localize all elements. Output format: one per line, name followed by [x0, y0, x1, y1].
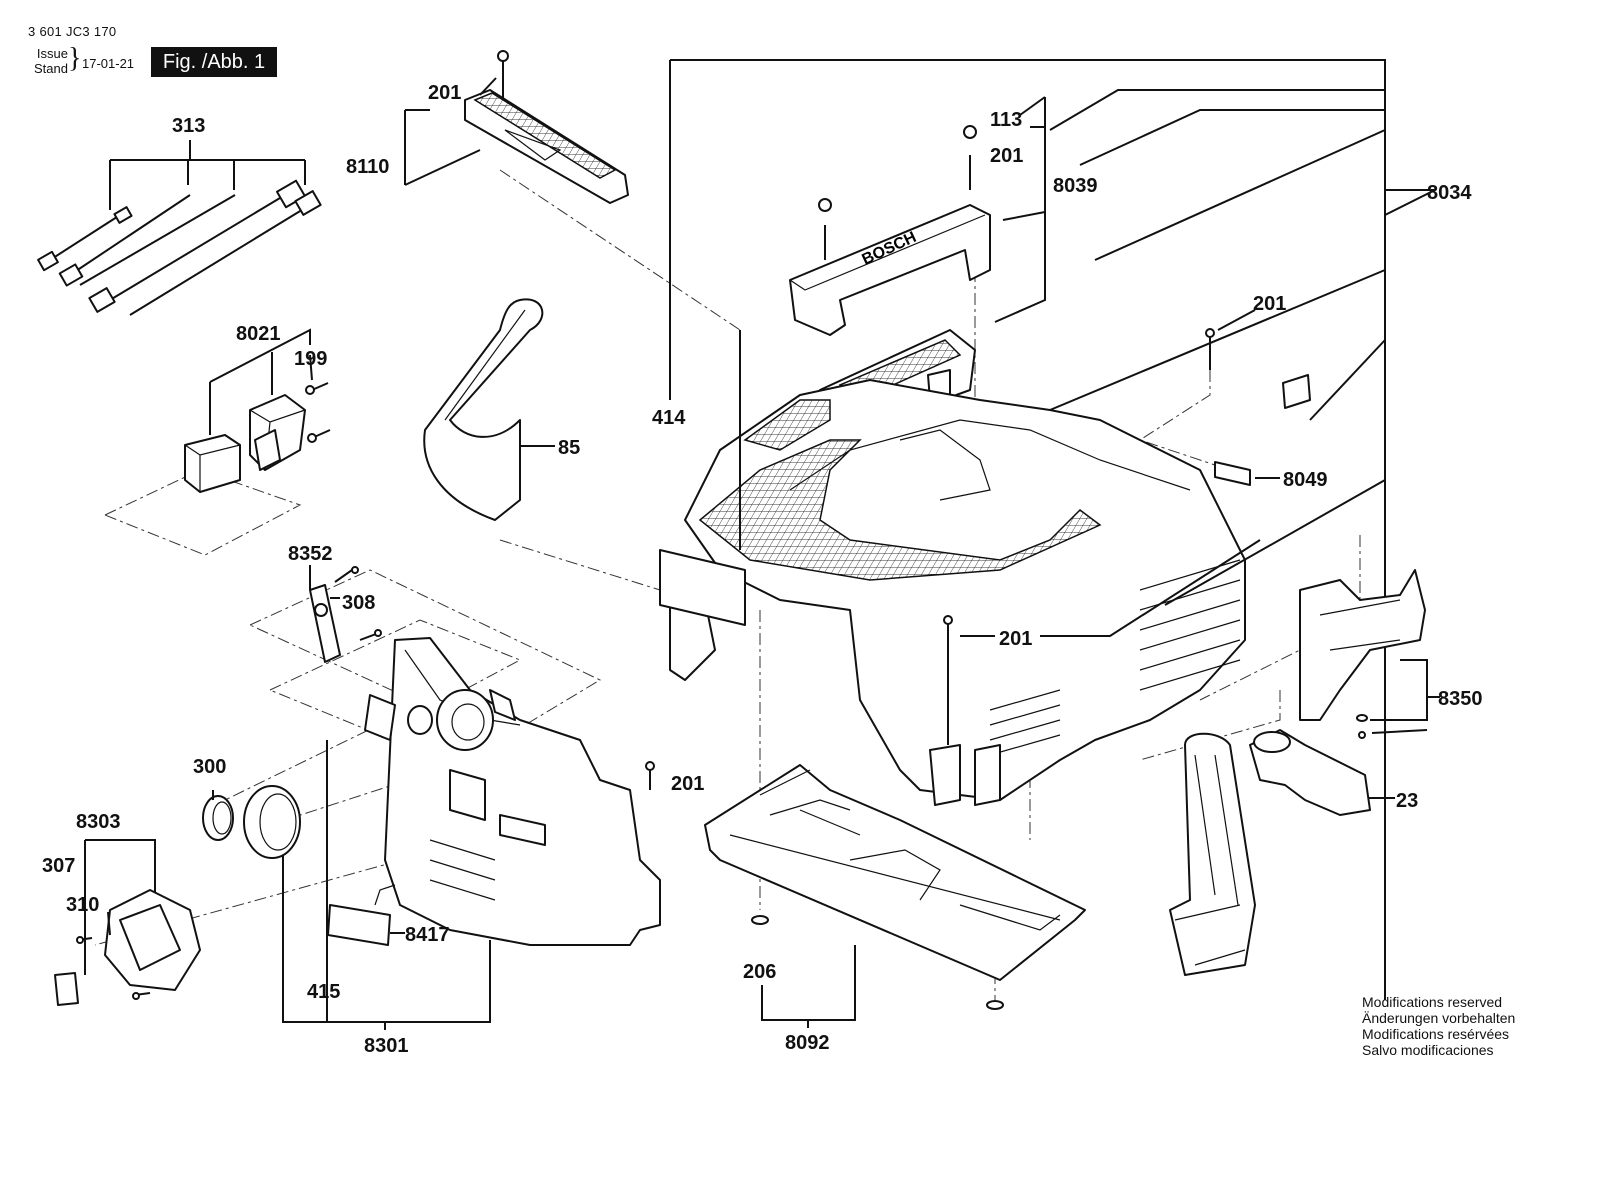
callout-308: 308: [342, 592, 375, 614]
callout-201-handle: 201: [990, 145, 1023, 167]
callout-313: 313: [172, 115, 205, 137]
callout-8110: 8110: [346, 156, 389, 178]
modifications-line-fr: Modifications resérvées: [1362, 1026, 1510, 1042]
callout-8092: 8092: [785, 1032, 830, 1054]
base-plate: [704, 764, 1086, 1028]
callout-310: 310: [66, 894, 99, 916]
callout-85: 85: [558, 437, 580, 459]
callout-201-top-left: 201: [428, 82, 461, 104]
callout-8417: 8417: [405, 924, 450, 946]
side-clip: [1205, 189, 1436, 486]
callout-8350: 8350: [1438, 688, 1483, 710]
callout-8303: 8303: [76, 811, 121, 833]
issue-label: Issue: [36, 46, 68, 61]
callout-415: 415: [307, 981, 340, 1003]
part-number: 3 601 JC3 170: [28, 24, 117, 39]
modifications-line-es: Salvo modificaciones: [1362, 1042, 1494, 1058]
hose-hook: [423, 298, 555, 521]
callout-8352: 8352: [288, 543, 333, 565]
hose-clamp: [1169, 729, 1395, 976]
carry-handle-strip: [404, 50, 629, 204]
modifications-line-en: Modifications reserved: [1362, 994, 1503, 1010]
nozzle-assembly: [1299, 569, 1440, 739]
callout-300: 300: [193, 756, 226, 778]
issue-date: 17-01-21: [82, 56, 135, 71]
modifications-line-de: Änderungen vorbehalten: [1362, 1010, 1516, 1026]
cable-set: [37, 140, 322, 316]
brace-glyph: }: [68, 43, 82, 74]
label-leader-lines: [107, 77, 497, 936]
callout-414: 414: [652, 407, 686, 429]
switch-assembly: [184, 328, 331, 493]
callout-307: 307: [42, 855, 75, 877]
callout-201-housing: 201: [999, 628, 1032, 650]
bracket-plate: [309, 565, 382, 663]
stand-label: Stand: [34, 61, 68, 76]
callout-8301: 8301: [364, 1035, 409, 1057]
front-panel-housing: [202, 637, 661, 1030]
callout-8021: 8021: [236, 323, 281, 345]
main-housing: [659, 59, 1386, 1000]
callout-23: 23: [1396, 790, 1418, 812]
figure-label: Fig. /Abb. 1: [151, 47, 277, 77]
callout-labels: 313 8021 199 8352 308 300 8303 307 310 4…: [42, 82, 1483, 1057]
callout-206: 206: [743, 961, 776, 983]
socket-assembly: [54, 839, 201, 1006]
modifications-notice: Modifications reserved Änderungen vorbeh…: [1362, 994, 1515, 1058]
callout-8034: 8034: [1427, 182, 1472, 204]
callout-8049: 8049: [1283, 469, 1328, 491]
issue-stand-label: Issue Stand: [30, 46, 68, 76]
callout-8039: 8039: [1053, 175, 1098, 197]
callout-201-clip: 201: [1253, 293, 1286, 315]
callout-113: 113: [990, 109, 1022, 131]
callout-201-panel: 201: [671, 773, 704, 795]
